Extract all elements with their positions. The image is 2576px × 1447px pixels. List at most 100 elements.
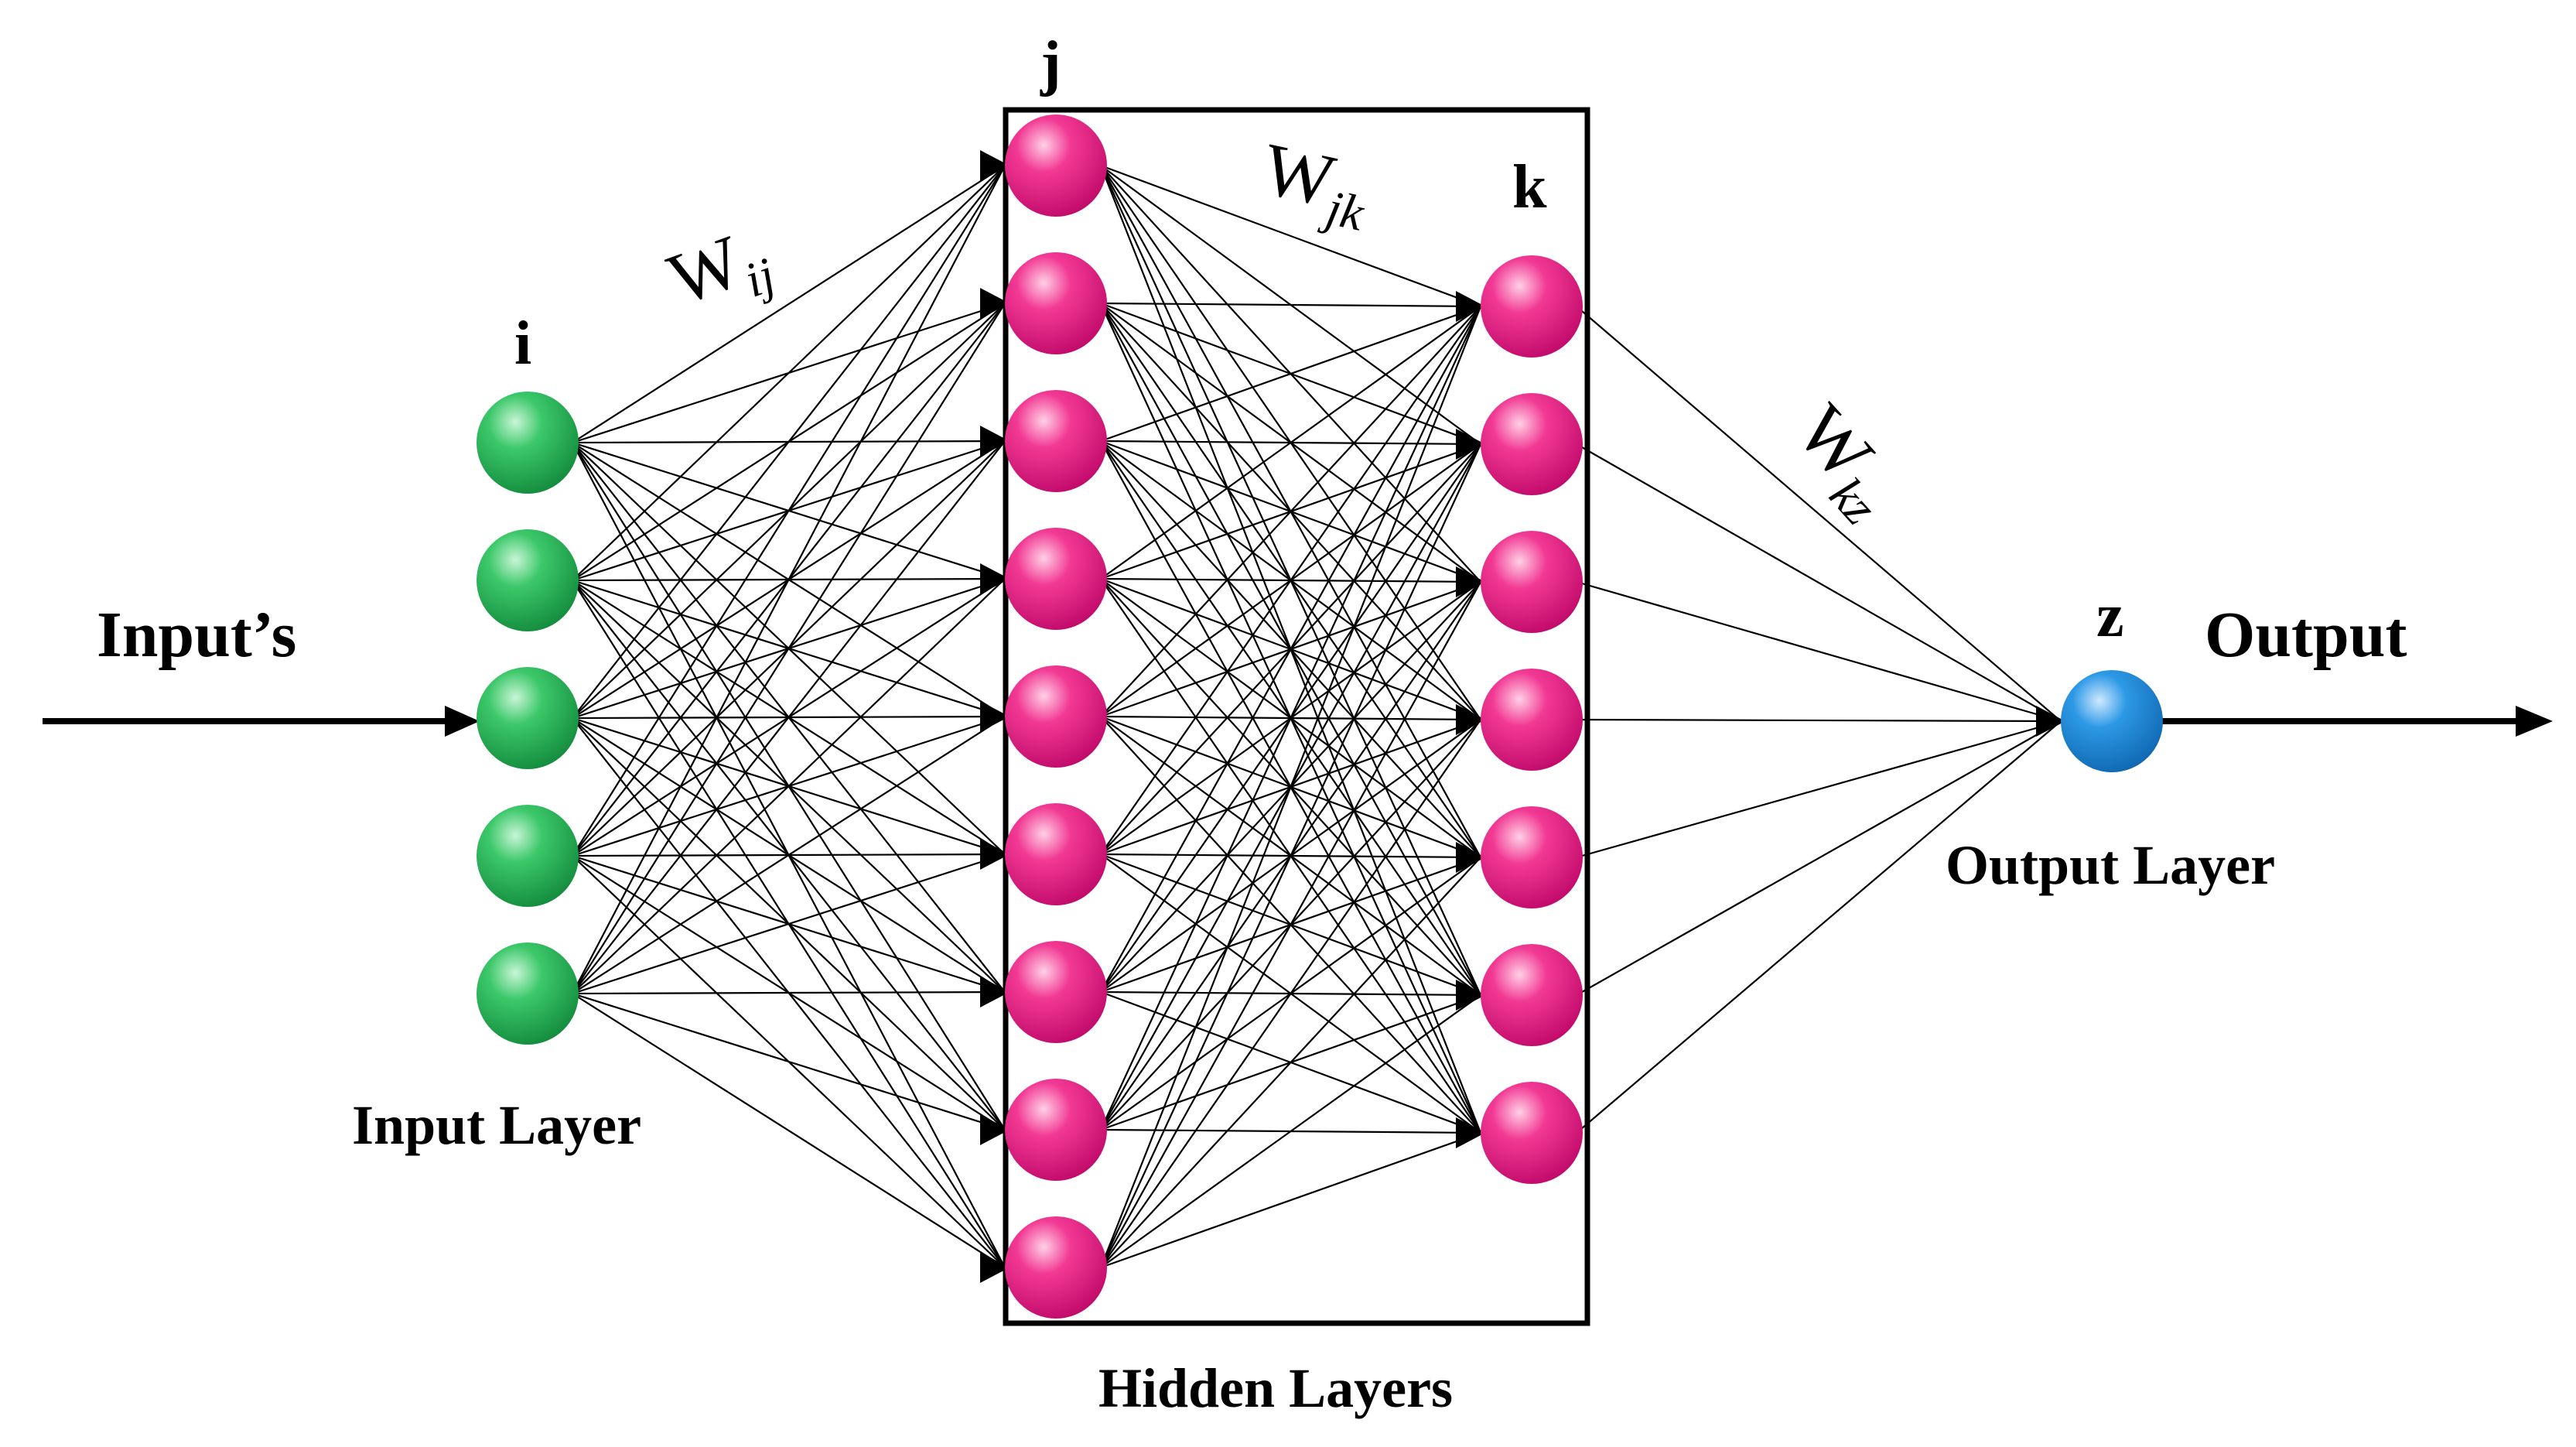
svg-text:Wkz: Wkz bbox=[1772, 388, 1917, 535]
weight-label-ij: Wij bbox=[658, 210, 782, 332]
connection-ij bbox=[572, 993, 1006, 1268]
connection-kz bbox=[1576, 443, 2062, 722]
arrowhead bbox=[2036, 706, 2065, 737]
input-node bbox=[477, 529, 579, 631]
hidden-node-j bbox=[1005, 528, 1107, 630]
connection-kz bbox=[1576, 720, 2062, 1134]
connection-ij bbox=[572, 992, 1006, 1131]
connection-ij bbox=[572, 578, 1006, 994]
arrowhead bbox=[980, 701, 1010, 732]
input-node bbox=[477, 392, 579, 494]
connection-ij bbox=[572, 165, 1006, 443]
input-node bbox=[477, 667, 579, 769]
node-z-label: z bbox=[2096, 582, 2124, 650]
connection-ij bbox=[572, 990, 1006, 995]
output-label: Output bbox=[2205, 599, 2407, 671]
input-node bbox=[477, 942, 579, 1045]
hidden-node-j bbox=[1005, 115, 1107, 217]
hidden-node-k bbox=[1481, 944, 1583, 1046]
connections-input-to-hidden-j bbox=[572, 165, 1006, 1268]
arrowhead bbox=[980, 839, 1010, 870]
weight-kz-main: W bbox=[1781, 388, 1889, 496]
arrowhead bbox=[1456, 291, 1485, 322]
nodes bbox=[477, 115, 2163, 1319]
arrowheads bbox=[980, 150, 2065, 1283]
hidden-node-j bbox=[1005, 665, 1107, 768]
connection-ij bbox=[572, 165, 1006, 857]
weight-label-jk: Wjk bbox=[1254, 127, 1379, 241]
hidden-node-k bbox=[1481, 393, 1583, 495]
hidden-node-k bbox=[1481, 806, 1583, 908]
connection-kz bbox=[1576, 718, 2062, 723]
weight-jk-main: W bbox=[1256, 127, 1342, 223]
hidden-layers-label: Hidden Layers bbox=[1098, 1357, 1453, 1419]
hidden-node-k bbox=[1481, 669, 1583, 771]
connection-jk bbox=[1100, 306, 1481, 855]
node-i-label: i bbox=[514, 310, 531, 378]
arrowhead bbox=[980, 563, 1010, 594]
connection-jk bbox=[1100, 305, 1481, 443]
weight-label-kz: Wkz bbox=[1772, 388, 1917, 535]
hidden-node-j bbox=[1005, 803, 1107, 905]
connection-jk bbox=[1100, 306, 1481, 993]
inputs-label: Input’s bbox=[97, 599, 296, 671]
connections-hidden-j-to-hidden-k bbox=[1099, 164, 1482, 1269]
connection-ij bbox=[572, 165, 1006, 581]
hidden-node-j bbox=[1005, 941, 1107, 1043]
arrowhead bbox=[1456, 566, 1485, 597]
arrowhead bbox=[1456, 704, 1485, 735]
svg-text:Wij: Wij bbox=[658, 210, 782, 332]
connection-jk bbox=[1100, 719, 1481, 1268]
node-k-label: k bbox=[1512, 153, 1547, 221]
connection-kz bbox=[1576, 580, 2062, 723]
connection-kz bbox=[1576, 720, 2062, 859]
connection-kz bbox=[1576, 306, 2062, 722]
output-node bbox=[2061, 670, 2163, 772]
arrowhead bbox=[980, 150, 1010, 181]
arrowhead bbox=[980, 977, 1010, 1007]
svg-text:Wjk: Wjk bbox=[1254, 127, 1379, 241]
connection-ij bbox=[572, 165, 1006, 719]
connection-jk bbox=[1100, 306, 1481, 717]
connection-jk bbox=[1100, 164, 1481, 308]
connection-ij bbox=[572, 440, 1006, 994]
arrowhead bbox=[1456, 1117, 1485, 1148]
connection-jk bbox=[1100, 581, 1481, 1268]
connection-ij bbox=[572, 853, 1006, 995]
connections-hidden-k-to-output bbox=[1576, 306, 2062, 1134]
hidden-node-k bbox=[1481, 1082, 1583, 1184]
connection-jk bbox=[1100, 994, 1481, 1268]
arrowhead bbox=[1456, 842, 1485, 873]
connection-jk bbox=[1100, 306, 1481, 580]
arrowhead bbox=[980, 426, 1010, 457]
input-flow-arrow bbox=[43, 706, 480, 737]
hidden-node-k bbox=[1481, 255, 1583, 357]
connection-jk bbox=[1100, 306, 1481, 1131]
arrowhead bbox=[1456, 429, 1485, 460]
arrowhead bbox=[980, 1252, 1010, 1283]
output-layer-label: Output Layer bbox=[1946, 834, 2275, 896]
connection-ij bbox=[572, 165, 1006, 994]
connection-jk bbox=[1100, 443, 1481, 1268]
connection-jk bbox=[1100, 1131, 1481, 1269]
input-node bbox=[477, 805, 579, 907]
input-layer-label: Input Layer bbox=[352, 1094, 641, 1156]
hidden-node-k bbox=[1481, 531, 1583, 633]
hidden-node-j bbox=[1005, 390, 1107, 492]
hidden-node-j bbox=[1005, 1216, 1107, 1319]
hidden-node-j bbox=[1005, 1079, 1107, 1181]
connection-kz bbox=[1576, 720, 2062, 996]
connection-jk bbox=[1100, 857, 1481, 1268]
weight-ij-main: W bbox=[658, 219, 753, 321]
arrowhead bbox=[1456, 980, 1485, 1011]
arrowhead bbox=[980, 1114, 1010, 1145]
connection-jk bbox=[1099, 306, 1482, 1268]
node-j-label: j bbox=[1040, 29, 1061, 97]
connection-ij bbox=[572, 303, 1006, 994]
hidden-node-j bbox=[1005, 252, 1107, 354]
output-flow-arrow bbox=[2158, 706, 2553, 737]
arrowhead bbox=[980, 288, 1010, 319]
connection-ij bbox=[572, 716, 1006, 994]
connection-jk bbox=[1100, 302, 1481, 308]
